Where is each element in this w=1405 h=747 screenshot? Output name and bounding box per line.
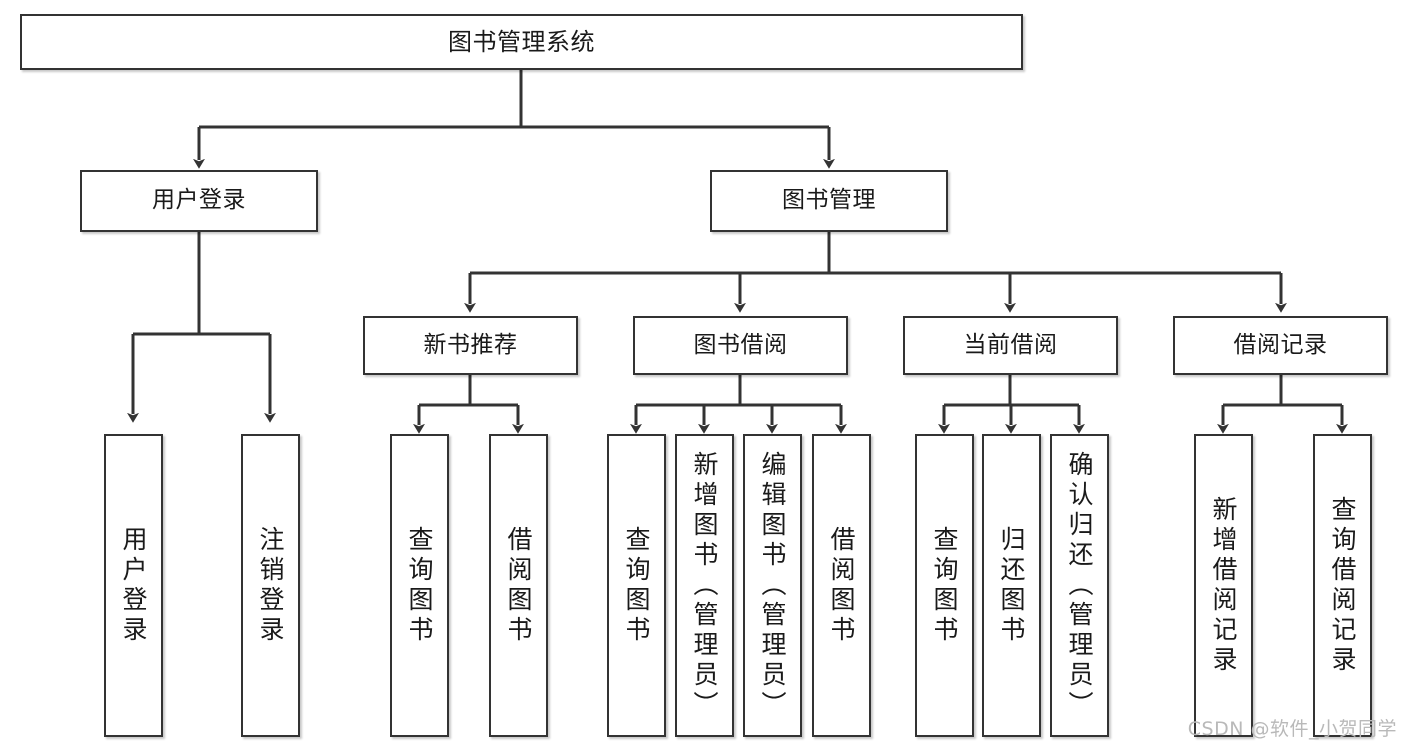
node-user-login[interactable]: 用户登录 <box>80 170 318 232</box>
node-new-book-recommend-label: 新书推荐 <box>423 331 518 358</box>
node-leaf-query-book-1[interactable]: 查询图书 <box>390 434 449 737</box>
node-user-login-label: 用户登录 <box>152 187 246 214</box>
node-leaf-add-book-label: 新增图书（管理员） <box>690 450 719 721</box>
node-leaf-add-book[interactable]: 新增图书（管理员） <box>675 434 734 737</box>
node-leaf-borrow-book-2[interactable]: 借阅图书 <box>812 434 871 737</box>
node-leaf-user-login[interactable]: 用户登录 <box>104 434 163 737</box>
node-leaf-borrow-book-1[interactable]: 借阅图书 <box>489 434 548 737</box>
node-leaf-confirm-return[interactable]: 确认归还（管理员） <box>1050 434 1109 737</box>
node-leaf-query-book-3-label: 查询图书 <box>930 525 959 646</box>
node-leaf-query-book-2[interactable]: 查询图书 <box>607 434 666 737</box>
node-leaf-confirm-return-label: 确认归还（管理员） <box>1065 450 1094 721</box>
node-book-borrow-label: 图书借阅 <box>693 331 788 358</box>
node-book-borrow[interactable]: 图书借阅 <box>633 316 848 375</box>
node-leaf-borrow-book-2-label: 借阅图书 <box>827 525 856 646</box>
node-leaf-query-record[interactable]: 查询借阅记录 <box>1313 434 1372 737</box>
node-book-management-label: 图书管理 <box>782 187 876 214</box>
node-leaf-query-book-2-label: 查询图书 <box>622 525 651 646</box>
node-leaf-edit-book[interactable]: 编辑图书（管理员） <box>743 434 802 737</box>
node-leaf-return-book-label: 归还图书 <box>997 525 1026 646</box>
node-current-borrow-label: 当前借阅 <box>963 331 1058 358</box>
node-leaf-add-record[interactable]: 新增借阅记录 <box>1194 434 1253 737</box>
node-leaf-query-book-1-label: 查询图书 <box>405 525 434 646</box>
node-leaf-user-logout-label: 注销登录 <box>256 525 285 646</box>
node-root[interactable]: 图书管理系统 <box>20 14 1023 70</box>
node-leaf-user-logout[interactable]: 注销登录 <box>241 434 300 737</box>
node-root-label: 图书管理系统 <box>448 27 595 56</box>
node-book-management[interactable]: 图书管理 <box>710 170 948 232</box>
node-leaf-query-book-3[interactable]: 查询图书 <box>915 434 974 737</box>
node-leaf-edit-book-label: 编辑图书（管理员） <box>758 450 787 721</box>
node-new-book-recommend[interactable]: 新书推荐 <box>363 316 578 375</box>
node-leaf-add-record-label: 新增借阅记录 <box>1209 495 1238 676</box>
node-borrow-record-label: 借阅记录 <box>1233 331 1328 358</box>
node-leaf-query-record-label: 查询借阅记录 <box>1328 495 1357 676</box>
node-leaf-return-book[interactable]: 归还图书 <box>982 434 1041 737</box>
node-borrow-record[interactable]: 借阅记录 <box>1173 316 1388 375</box>
node-leaf-borrow-book-1-label: 借阅图书 <box>504 525 533 646</box>
node-leaf-user-login-label: 用户登录 <box>119 525 148 646</box>
csdn-watermark: CSDN @软件_小贺同学 <box>1187 718 1397 740</box>
node-current-borrow[interactable]: 当前借阅 <box>903 316 1118 375</box>
